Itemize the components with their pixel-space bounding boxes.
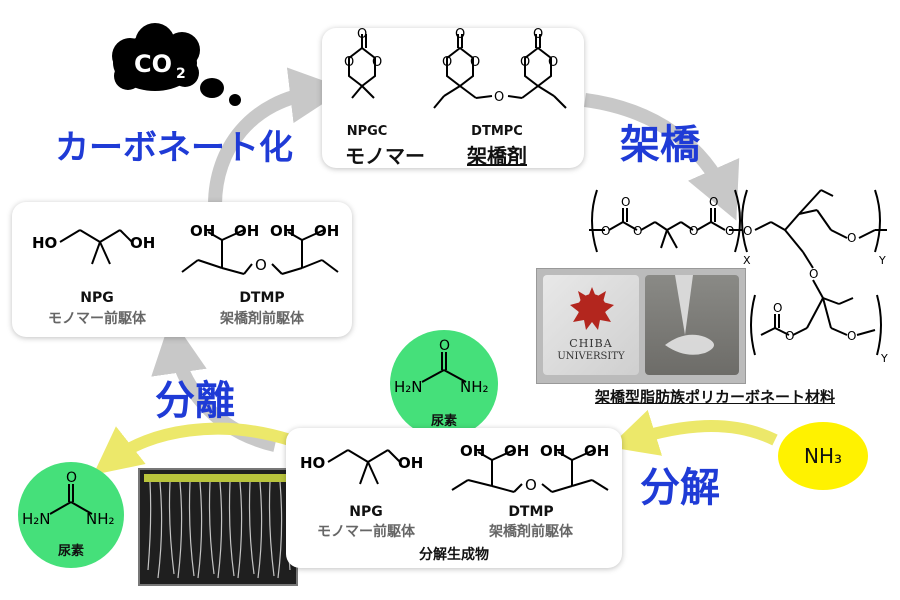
left-panel: HO OH OH OH OH OH O NPG モノマー前駆体 DTMP 架橋剤前駆体 <box>12 202 352 337</box>
material-photo: CHIBA UNIVERSITY <box>536 268 746 384</box>
bottom-npg-sub: モノマー前駆体 <box>317 524 415 540</box>
urea-circle-left: O H₂N NH₂ 尿素 <box>18 462 124 568</box>
svg-text:O: O <box>548 55 558 70</box>
bottom-npg-label: NPG <box>349 504 383 520</box>
arrow-separation <box>151 317 277 452</box>
photo-text-line1: CHIBA <box>569 337 613 350</box>
step-carbonation: カーボネート化 <box>55 128 293 168</box>
svg-text:O: O <box>525 476 537 494</box>
svg-text:O: O <box>372 55 382 70</box>
monomer-label: モノマー <box>345 144 425 168</box>
urea-h2n-middle: H₂N <box>394 378 423 396</box>
urea-circle-middle: O H₂N NH₂ 尿素 <box>390 330 498 438</box>
crosslinker-label: 架橋剤 <box>467 144 527 168</box>
svg-text:OH: OH <box>460 442 485 460</box>
svg-text:O: O <box>442 55 452 70</box>
svg-text:OH: OH <box>398 454 423 472</box>
svg-text:O: O <box>847 231 856 245</box>
left-dtmp-sub: 架橋剤前駆体 <box>220 311 304 327</box>
decomposition-structures: HO OH OH OH OH OH O <box>300 442 609 494</box>
svg-text:OH: OH <box>234 222 259 240</box>
plant-growth-photo <box>138 468 298 586</box>
chiba-university-logo <box>570 287 614 330</box>
bottom-dtmp-label: DTMP <box>508 504 554 520</box>
co2-cloud-icon: CO 2 <box>112 23 241 106</box>
bottom-caption: 分解生成物 <box>419 547 489 563</box>
polymer-x-subscript: X <box>743 254 751 267</box>
svg-text:OH: OH <box>130 234 155 252</box>
svg-text:O: O <box>633 224 642 238</box>
svg-text:OH: OH <box>540 442 565 460</box>
bottom-dtmp-sub: 架橋剤前駆体 <box>489 524 573 540</box>
svg-text:O: O <box>773 301 782 315</box>
dtmpc-label: DTMPC <box>471 124 523 139</box>
svg-text:HO: HO <box>32 234 57 252</box>
svg-text:O: O <box>601 224 610 238</box>
left-npg-sub: モノマー前駆体 <box>48 311 146 327</box>
svg-text:O: O <box>520 55 530 70</box>
svg-text:OH: OH <box>584 442 609 460</box>
urea-nh2-middle: NH₂ <box>460 378 489 396</box>
material-sample-image: CHIBA UNIVERSITY <box>543 275 639 375</box>
polymer-y-subscript-2: Y <box>880 352 888 365</box>
bottom-panel: HO OH OH OH OH OH O NPG モノマー前駆体 DTMP 架橋剤前駆体… <box>286 428 622 568</box>
left-dtmp-label: DTMP <box>239 290 285 306</box>
material-film-image <box>645 275 739 375</box>
polymer-caption: 架橋型脂肪族ポリカーボネート材料 <box>594 388 835 406</box>
arrow-crosslink <box>584 93 740 221</box>
svg-text:O: O <box>344 55 354 70</box>
svg-text:OH: OH <box>314 222 339 240</box>
svg-text:O: O <box>809 267 818 281</box>
svg-text:O: O <box>725 224 734 238</box>
precursor-structures: HO OH OH OH OH OH O <box>32 222 339 275</box>
step-decomposition: 分解 <box>640 465 720 511</box>
nh3-circle: NH₃ <box>778 422 868 490</box>
arrow-to-urea <box>93 422 292 475</box>
urea-nh2-left: NH₂ <box>86 510 115 528</box>
nh3-label: NH₃ <box>803 444 843 468</box>
polymer-y-subscript-1: Y <box>878 254 886 267</box>
co2-label: CO <box>134 50 172 78</box>
step-separation: 分離 <box>155 378 235 424</box>
photo-text-line2: UNIVERSITY <box>557 351 625 362</box>
svg-text:O: O <box>847 329 856 343</box>
svg-text:O: O <box>470 55 480 70</box>
svg-text:OH: OH <box>190 222 215 240</box>
arrow-decomposition <box>609 409 778 456</box>
urea-caption-middle: 尿素 <box>430 414 457 429</box>
step-crosslink: 架橋 <box>620 122 700 168</box>
svg-text:O: O <box>785 329 794 343</box>
svg-text:O: O <box>255 256 267 274</box>
svg-text:O: O <box>455 28 465 42</box>
urea-caption-left: 尿素 <box>57 544 84 559</box>
urea-o-left: O <box>66 470 77 486</box>
co2-subscript: 2 <box>176 66 186 82</box>
svg-text:O: O <box>494 90 504 105</box>
svg-text:HO: HO <box>300 454 325 472</box>
svg-text:O: O <box>689 224 698 238</box>
arrow-carbonation <box>208 67 346 206</box>
svg-text:O: O <box>533 28 543 42</box>
svg-text:O: O <box>621 195 630 209</box>
svg-text:O: O <box>709 195 718 209</box>
urea-o-middle: O <box>439 338 450 354</box>
svg-text:OH: OH <box>504 442 529 460</box>
npgc-label: NPGC <box>346 124 388 139</box>
left-npg-label: NPG <box>80 290 114 306</box>
svg-text:OH: OH <box>270 222 295 240</box>
urea-h2n-left: H₂N <box>22 510 51 528</box>
svg-text:O: O <box>357 28 367 42</box>
svg-text:O: O <box>743 224 752 238</box>
